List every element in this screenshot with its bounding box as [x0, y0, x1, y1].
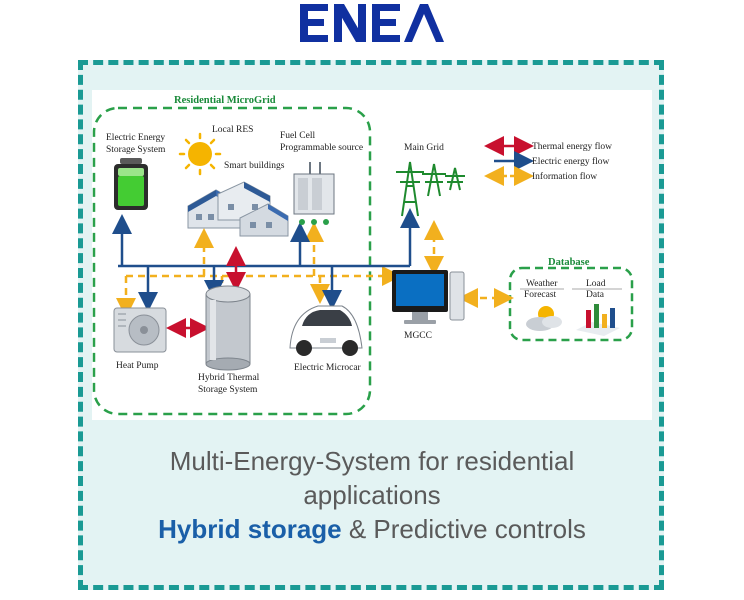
- caption-line-2: applications: [303, 480, 441, 510]
- heat-pump-icon: [113, 307, 167, 353]
- flow-legend: Thermal energy flow Electric energy flow…: [484, 136, 612, 186]
- mgcc-computer-icon: [392, 270, 465, 324]
- main-grid-label: Main Grid: [404, 143, 444, 153]
- legend-thermal-label: Thermal energy flow: [532, 141, 612, 152]
- smart-buildings-icon: [187, 181, 289, 237]
- hybrid-storage-label-2: Storage System: [198, 385, 258, 395]
- battery-icon: [114, 158, 148, 210]
- weather-label-1: Weather: [526, 279, 558, 289]
- caption: Multi-Energy-System for residential appl…: [86, 444, 658, 546]
- caption-highlight: Hybrid storage: [158, 514, 342, 544]
- microcar-icon: [289, 305, 363, 356]
- smart-buildings-label: Smart buildings: [224, 161, 285, 171]
- caption-rest: & Predictive controls: [341, 514, 586, 544]
- electric-storage-label-1: Electric Energy: [106, 133, 165, 143]
- load-label-2: Data: [586, 290, 605, 300]
- microgrid-diagram: Residential MicroGrid Database Electric: [92, 90, 652, 420]
- storage-tank-icon: [205, 285, 251, 371]
- caption-line-1: Multi-Energy-System for residential: [169, 446, 575, 476]
- microcar-label: Electric Microcar: [294, 363, 362, 373]
- power-tower-icon: [396, 161, 465, 217]
- mgcc-label: MGCC: [404, 331, 432, 341]
- caption-line-3: Hybrid storage & Predictive controls: [86, 512, 658, 546]
- enea-logo: [300, 4, 444, 42]
- load-chart-icon: [576, 304, 620, 336]
- hybrid-storage-label-1: Hybrid Thermal: [198, 373, 260, 383]
- fuel-cell-label-1: Fuel Cell: [280, 131, 315, 141]
- weather-icon: [526, 306, 562, 331]
- fuel-cell-label-2: Programmable source: [280, 143, 363, 153]
- load-label-1: Load: [586, 279, 606, 289]
- legend-electric-label: Electric energy flow: [532, 156, 610, 167]
- microgrid-boundary: [92, 106, 372, 416]
- microgrid-title: Residential MicroGrid: [174, 95, 276, 106]
- local-res-label: Local RES: [212, 125, 253, 135]
- fuel-cell-icon: [293, 162, 335, 225]
- heat-pump-label: Heat Pump: [116, 361, 159, 371]
- weather-label-2: Forecast: [524, 290, 557, 300]
- sun-icon: [178, 132, 222, 176]
- database-title: Database: [548, 257, 590, 268]
- legend-information-label: Information flow: [532, 171, 597, 182]
- electric-storage-label-2: Storage System: [106, 145, 166, 155]
